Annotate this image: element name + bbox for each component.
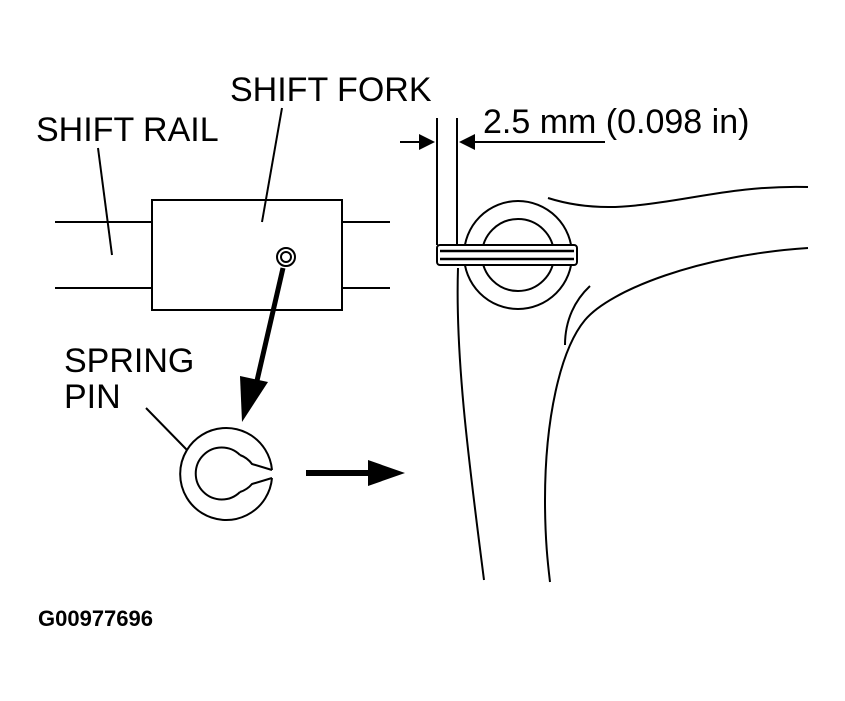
- shift-rail-label: SHIFT RAIL: [36, 111, 219, 149]
- shift-fork-outline: [456, 185, 809, 583]
- shift-rail-leader: [97, 147, 113, 256]
- shift-fork-leader: [261, 107, 283, 223]
- shift-fork-label: SHIFT FORK: [230, 71, 432, 109]
- direction-arrow-right: [306, 460, 405, 486]
- shift-fork-block: [151, 199, 343, 311]
- spring-pin-leader: [145, 407, 188, 451]
- dimension-label: 2.5 mm (0.098 in): [483, 103, 749, 141]
- shift-rail: [55, 221, 390, 289]
- spring-pin-hole: [276, 247, 296, 267]
- spring-pin-c-shape: [179, 427, 273, 521]
- figure-id-label: G00977696: [38, 606, 153, 631]
- spring-pin-label-line1: SPRING: [64, 342, 194, 380]
- spring-pin-label-line2: PIN: [64, 378, 121, 416]
- spring-pin-inserted: [436, 244, 578, 266]
- dimension-markers: [400, 118, 605, 245]
- insert-direction-arrow: [240, 267, 286, 422]
